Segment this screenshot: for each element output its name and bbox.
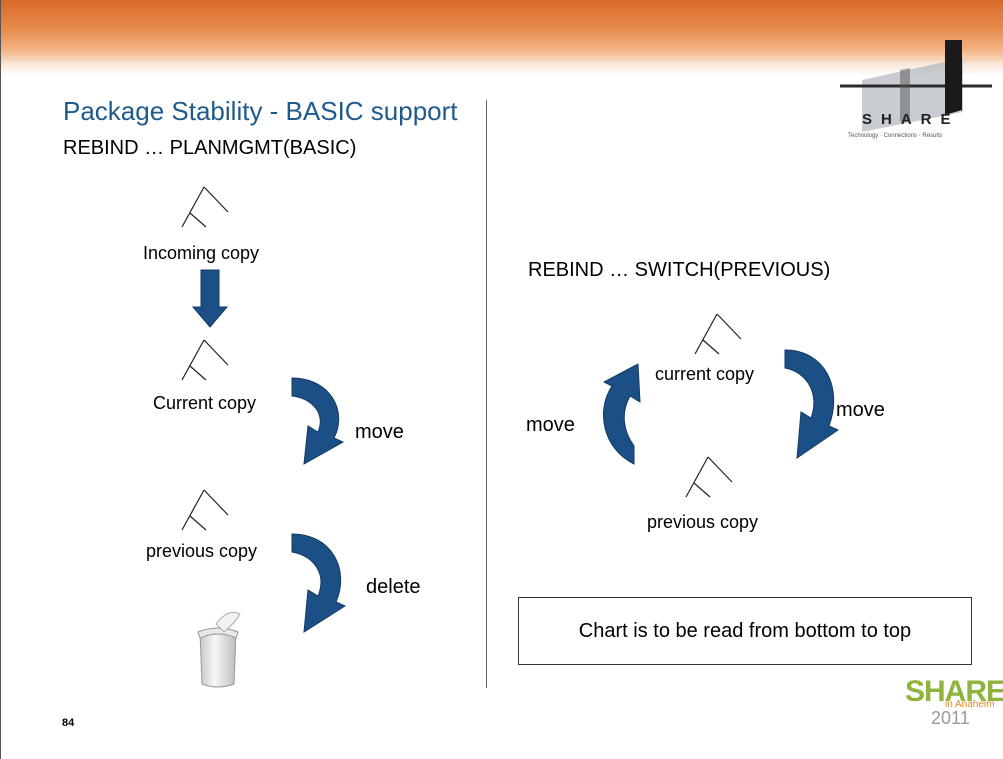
previous-copy-tree-icon: [181, 489, 229, 531]
slide-left-edge: [0, 0, 1, 759]
column-divider: [486, 100, 487, 688]
incoming-copy-label: Incoming copy: [143, 243, 260, 263]
right-previous-copy-label: previous copy: [647, 512, 759, 532]
down-arrow-icon: [191, 269, 229, 328]
page-title: Package Stability - BASIC support: [63, 96, 458, 126]
right-move-label: move: [836, 399, 885, 421]
delete-curved-arrow-icon: [291, 533, 347, 633]
right-current-copy-label: current copy: [655, 364, 755, 384]
left-heading: REBIND … PLANMGMT(BASIC): [63, 137, 357, 159]
share-anaheim-logo: SHARE in Anaheim 2011: [905, 675, 1003, 735]
reading-note-box: Chart is to be read from bottom to top: [518, 597, 972, 665]
right-previous-copy-tree-icon: [685, 456, 733, 498]
delete-label: delete: [366, 576, 421, 598]
left-move-label: move: [526, 414, 575, 436]
share-logo-tagline: Technology · Connections · Results: [848, 133, 943, 139]
share-anaheim-year: 2011: [931, 708, 970, 728]
page-number: 84: [62, 717, 75, 729]
previous-copy-label: previous copy: [146, 541, 258, 561]
left-move-up-arrow-icon: [602, 363, 641, 465]
header-band: [0, 0, 1003, 62]
current-copy-label: Current copy: [153, 393, 257, 413]
move-label-left-diagram: move: [355, 421, 404, 443]
header-fade: [0, 62, 1003, 76]
right-heading: REBIND … SWITCH(PREVIOUS): [528, 259, 831, 281]
right-move-down-arrow-icon: [784, 349, 840, 460]
share-logo-text: SHARE: [862, 111, 960, 128]
share-anaheim-word: SHARE: [905, 675, 1003, 708]
reading-note-text: Chart is to be read from bottom to top: [578, 619, 912, 642]
share-logo-mark: [840, 40, 992, 132]
trash-can-icon: [197, 611, 241, 688]
incoming-copy-tree-icon: [181, 186, 229, 228]
current-copy-tree-icon: [181, 339, 229, 381]
share-anaheim-location: in Anaheim: [945, 699, 995, 710]
move-curved-arrow-icon: [291, 377, 345, 465]
right-current-copy-tree-icon: [694, 313, 742, 355]
